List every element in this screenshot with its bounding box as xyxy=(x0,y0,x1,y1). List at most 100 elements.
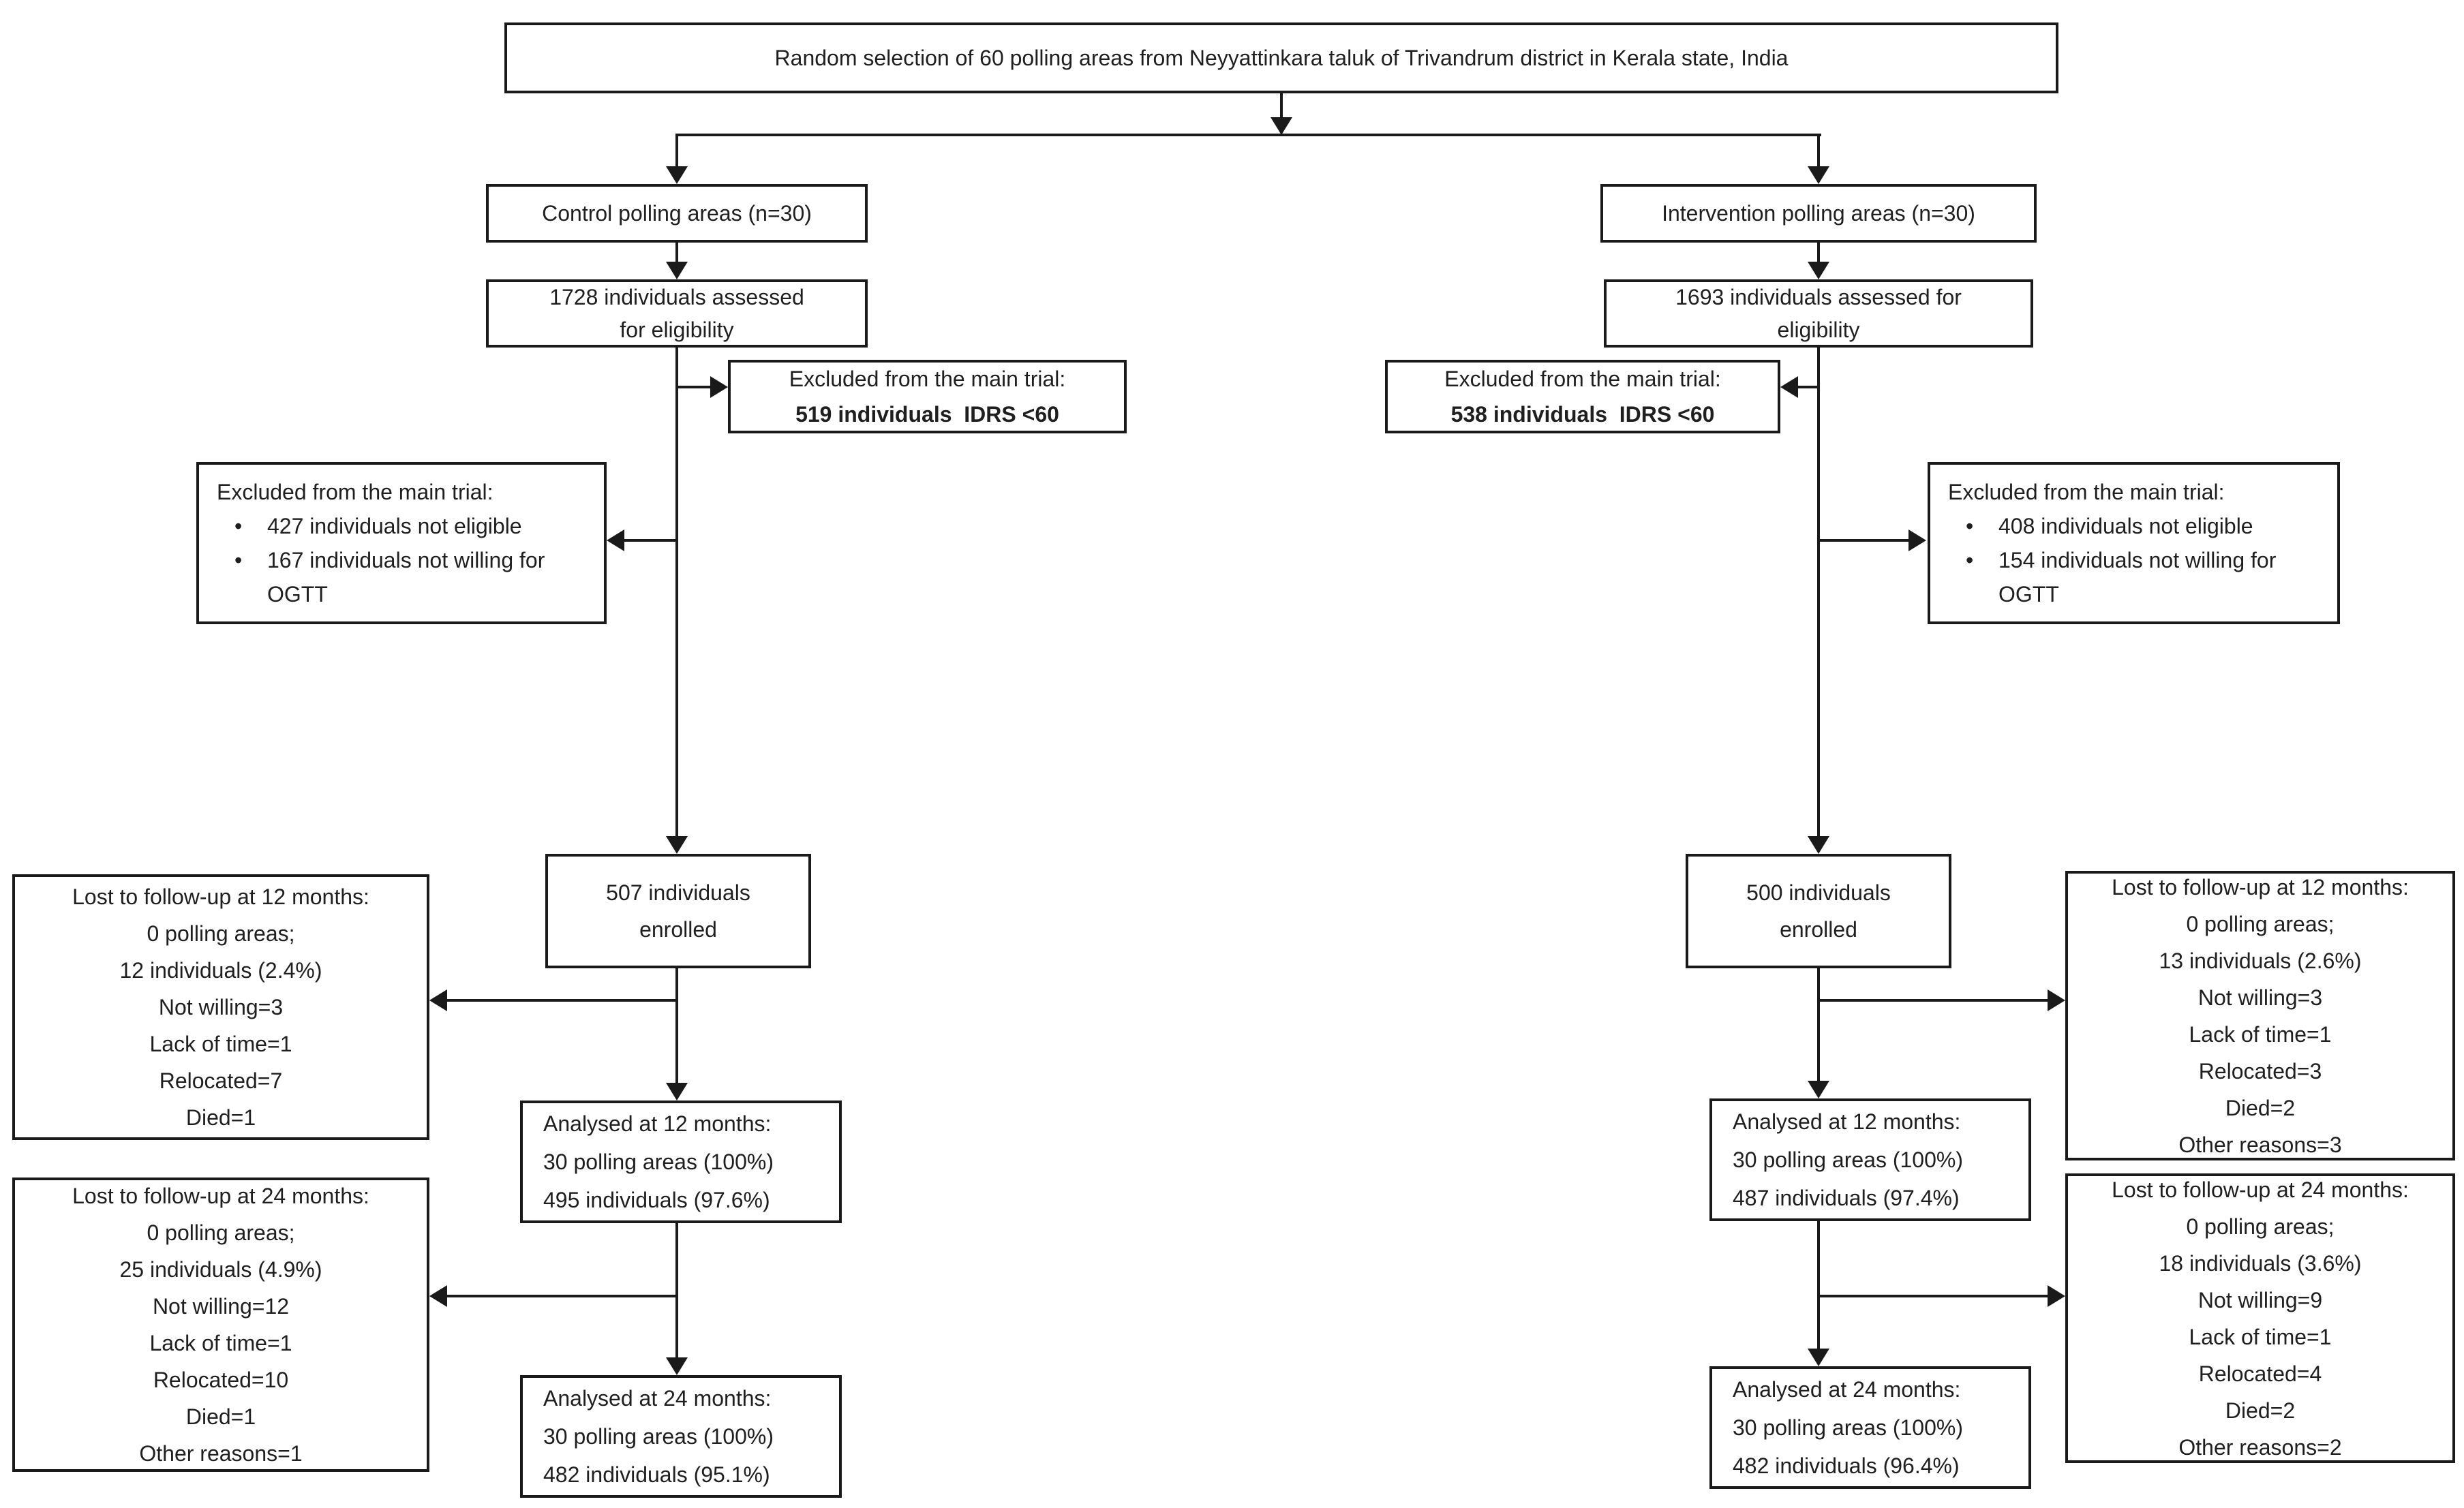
box-control-excluded-idrs: Excluded from the main trial: 519 individ… xyxy=(728,360,1127,433)
box-line: 500 individuals xyxy=(1746,880,1891,905)
connector-top-down xyxy=(1280,93,1283,122)
box-line: Not willing=12 xyxy=(152,1294,290,1319)
excluded-header: Excluded from the main trial: xyxy=(1948,480,2225,504)
excluded-bullets: 427 individuals not eligible167 individu… xyxy=(217,509,592,611)
box-line: Other reasons=1 xyxy=(139,1441,303,1466)
box-control-analysed-12: Analysed at 12 months: 30 polling areas (… xyxy=(520,1101,842,1223)
box-line: Other reasons=3 xyxy=(2178,1132,2342,1157)
box-line: 538 individuals IDRS <60 xyxy=(1450,402,1715,427)
box-line: 30 polling areas (100%) xyxy=(543,1150,774,1174)
arrowhead-intervention-assessed xyxy=(1808,262,1829,279)
arrowhead-intervention-analysed24 xyxy=(1808,1349,1829,1366)
box-intervention-lost-12: Lost to follow-up at 12 months: 0 polling… xyxy=(2065,871,2455,1160)
arrowhead-top-down xyxy=(1271,117,1292,135)
box-line: Excluded from the main trial: xyxy=(789,367,1066,391)
box-line: enrolled xyxy=(1780,917,1857,942)
box-line: Died=2 xyxy=(2225,1095,2296,1120)
box-line: Died=1 xyxy=(185,1404,256,1429)
arrowhead-control-assessed xyxy=(666,262,688,279)
box-line: 0 polling areas; xyxy=(147,921,295,946)
arrowhead-control-idrs xyxy=(710,376,728,398)
box-line: 495 individuals (97.6%) xyxy=(543,1188,770,1212)
box-line: for eligibility xyxy=(620,318,734,342)
box-control-assessed: 1728 individuals assessed for eligibility xyxy=(486,279,868,348)
box-line: 0 polling areas; xyxy=(147,1220,295,1245)
arrowhead-control-enrolled xyxy=(666,836,688,854)
box-line: Analysed at 24 months: xyxy=(543,1386,772,1411)
box-line: 1728 individuals assessed xyxy=(549,285,804,309)
arrowhead-control-lost24 xyxy=(429,1285,447,1307)
arrowhead-intervention-branch xyxy=(1808,166,1829,184)
box-line: Died=2 xyxy=(2225,1398,2296,1423)
box-line: 1693 individuals assessed for xyxy=(1675,285,1962,309)
arrowhead-intervention-idrs xyxy=(1780,376,1798,398)
box-intervention-lost-24: Lost to follow-up at 24 months: 0 polling… xyxy=(2065,1173,2455,1463)
box-line: Intervention polling areas (n=30) xyxy=(1662,201,1975,226)
box-line: Relocated=7 xyxy=(159,1068,283,1093)
connector-intervention-analysed24 xyxy=(1817,1221,1820,1350)
box-intervention-branch: Intervention polling areas (n=30) xyxy=(1600,184,2037,243)
box-line: 487 individuals (97.4%) xyxy=(1733,1186,1960,1210)
box-line: Other reasons=2 xyxy=(2178,1434,2342,1460)
connector-intervention-branch xyxy=(1817,134,1820,166)
box-line: Relocated=4 xyxy=(2198,1361,2322,1386)
box-line: Excluded from the main trial: xyxy=(1444,367,1721,391)
box-line: 0 polling areas; xyxy=(2186,911,2334,936)
box-line: Random selection of 60 polling areas fro… xyxy=(774,46,1789,70)
arrowhead-intervention-enrolled xyxy=(1808,836,1829,854)
connector-intervention-analysed12 xyxy=(1817,968,1820,1082)
arrowhead-control-analysed12 xyxy=(666,1083,688,1101)
box-line: Relocated=10 xyxy=(153,1368,289,1392)
box-line: 0 polling areas; xyxy=(2186,1214,2334,1239)
box-line: Lost to follow-up at 24 months: xyxy=(2112,1177,2409,1202)
box-line: Lack of time=1 xyxy=(2189,1324,2332,1349)
box-random-selection: Random selection of 60 polling areas fro… xyxy=(504,22,2058,93)
box-line: 427 individuals not eligible xyxy=(217,509,592,543)
box-line: 25 individuals (4.9%) xyxy=(119,1257,322,1282)
connector-control-analysed24 xyxy=(675,1223,678,1359)
box-line: Lost to follow-up at 24 months: xyxy=(72,1184,369,1208)
connector-control-lost12 xyxy=(447,999,677,1002)
connector-intervention-lost24 xyxy=(1817,1295,2048,1297)
box-line: 482 individuals (95.1%) xyxy=(543,1462,770,1487)
excluded-bullets: 408 individuals not eligible154 individu… xyxy=(1948,509,2325,611)
box-line: 12 individuals (2.4%) xyxy=(119,958,322,983)
box-line: Lost to follow-up at 12 months: xyxy=(72,884,369,909)
box-intervention-analysed-12: Analysed at 12 months:30 polling areas (… xyxy=(1709,1098,2031,1221)
arrowhead-intervention-analysed12 xyxy=(1808,1081,1829,1098)
box-line: Analysed at 24 months: xyxy=(1733,1377,1961,1402)
arrowhead-control-lost12 xyxy=(429,989,447,1011)
box-line: Relocated=3 xyxy=(2198,1058,2322,1083)
box-line: Lost to follow-up at 12 months: xyxy=(2112,874,2409,899)
box-control-excluded-main: Excluded from the main trial: 427 indivi… xyxy=(196,462,607,624)
box-line: 18 individuals (3.6%) xyxy=(2159,1250,2362,1276)
box-line: 519 individuals IDRS <60 xyxy=(795,402,1059,427)
box-line: Not willing=9 xyxy=(2197,1287,2323,1312)
box-control-analysed-24: Analysed at 24 months:30 polling areas (… xyxy=(520,1375,842,1498)
connector-control-lost24 xyxy=(447,1295,677,1297)
arrowhead-intervention-lost24 xyxy=(2048,1285,2065,1307)
box-line: Died=1 xyxy=(185,1105,256,1130)
box-line: 482 individuals (96.4%) xyxy=(1733,1453,1960,1478)
arrowhead-intervention-lost12 xyxy=(2048,989,2065,1011)
connector-control-analysed12 xyxy=(675,968,678,1084)
box-line: Not willing=3 xyxy=(2197,985,2323,1010)
connector-split-horizontal xyxy=(675,134,1821,136)
box-line: Control polling areas (n=30) xyxy=(542,201,812,226)
box-line: enrolled xyxy=(639,917,717,942)
connector-control-assessed xyxy=(675,243,678,263)
box-control-lost-24: Lost to follow-up at 24 months: 0 polling… xyxy=(12,1178,429,1472)
box-line: 167 individuals not willing for OGTT xyxy=(217,543,592,611)
connector-intervention-lost12 xyxy=(1817,999,2048,1002)
connector-intervention-main xyxy=(1817,348,1820,837)
connector-intervention-assessed xyxy=(1817,243,1820,263)
box-line: Analysed at 12 months: xyxy=(1733,1109,1961,1134)
box-line: Analysed at 12 months: xyxy=(543,1111,772,1136)
box-control-lost-12: Lost to follow-up at 12 months: 0 polling… xyxy=(12,874,429,1140)
box-line: 408 individuals not eligible xyxy=(1948,509,2325,543)
arrowhead-control-excluded xyxy=(607,529,624,551)
box-intervention-enrolled: 500 individuals enrolled xyxy=(1686,854,1951,968)
